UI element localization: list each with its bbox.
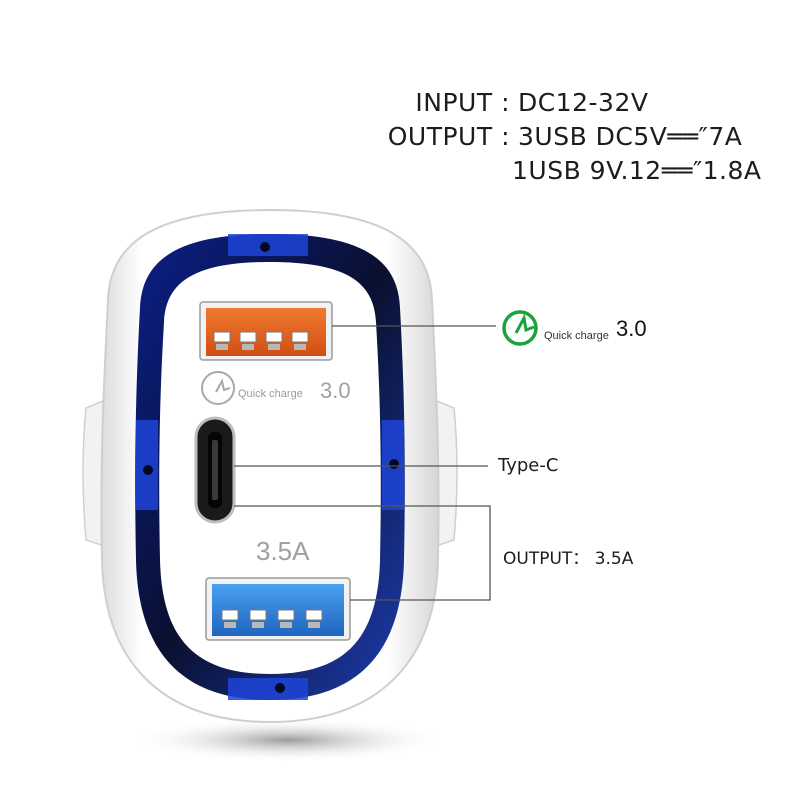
spec-input-label: INPUT : xyxy=(415,88,510,117)
spec-output-value-1: 3USB DC5V══″7A xyxy=(518,122,743,151)
usb-c-port xyxy=(194,416,236,524)
ring-accent-bottom xyxy=(228,678,308,700)
qc-usb-port xyxy=(199,301,333,361)
charger-shadow xyxy=(128,718,448,762)
qc-callout-text: Quick charge xyxy=(544,330,609,342)
output-callout-bracket xyxy=(234,505,491,601)
output-callout-label: OUTPUT： 3.5A xyxy=(503,549,634,569)
spec-output-label: OUTPUT : xyxy=(387,122,510,151)
qc-logo-embossed-text: Quick charge xyxy=(238,388,303,400)
ring-dot-bottom xyxy=(275,683,285,693)
spec-input-value: DC12-32V xyxy=(518,88,649,117)
qc-logo-embossed xyxy=(201,371,235,405)
qc-callout-version: 3.0 xyxy=(616,316,647,341)
spec-output-value-2: 1USB 9V.12══″1.8A xyxy=(512,156,762,185)
typec-callout-label: Type-C xyxy=(498,455,559,476)
qc-callout-logo-icon xyxy=(502,310,538,346)
ring-dot-top xyxy=(260,242,270,252)
ring-dot-right xyxy=(389,459,399,469)
qc-embossed-version: 3.0 xyxy=(320,378,351,403)
ring-accent-left xyxy=(136,420,158,510)
blue-usb-port xyxy=(205,577,351,641)
port-current-embossed: 3.5A xyxy=(256,536,310,566)
ring-dot-left xyxy=(143,465,153,475)
charger-face xyxy=(159,262,381,674)
